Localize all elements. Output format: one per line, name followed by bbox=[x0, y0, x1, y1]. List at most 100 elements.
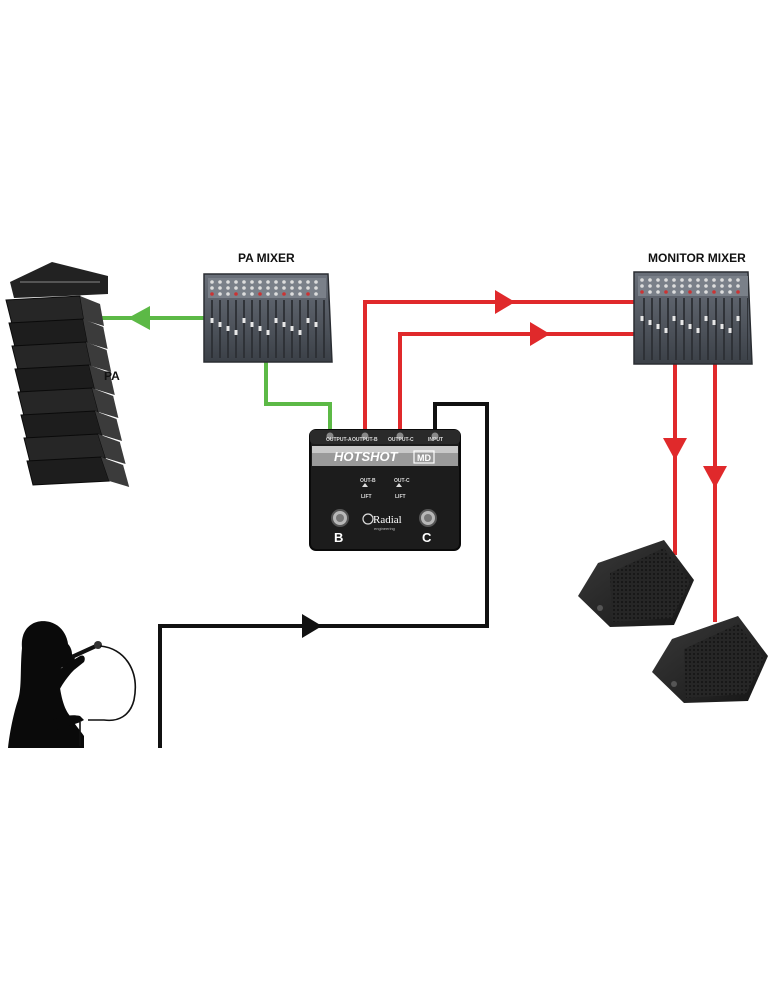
pa-cabinet-side bbox=[89, 365, 115, 395]
mixer-knob bbox=[712, 278, 716, 282]
mixer-knob bbox=[672, 278, 676, 282]
mixer-knob bbox=[664, 278, 668, 282]
mixer-knob bbox=[704, 278, 708, 282]
pa-cabinet-side bbox=[95, 411, 122, 441]
mixer-knob bbox=[648, 290, 652, 294]
mixer-knob bbox=[688, 284, 692, 288]
mixer-knob bbox=[728, 290, 732, 294]
output-b-label: OUTPUT-B bbox=[352, 437, 378, 443]
mixer-fader bbox=[680, 320, 684, 325]
mixer-knob bbox=[664, 284, 668, 288]
mixer-knob bbox=[266, 292, 270, 296]
mixer-fader bbox=[306, 318, 310, 323]
mixer-fader bbox=[242, 318, 246, 323]
singer-silhouette bbox=[8, 621, 85, 748]
mixer-fader bbox=[672, 316, 676, 321]
mixer-knob bbox=[648, 284, 652, 288]
pa-cabinet-side bbox=[101, 457, 130, 487]
mixer-knob bbox=[672, 290, 676, 294]
pa-cabinet-side bbox=[98, 434, 126, 464]
mixer-knob bbox=[282, 292, 286, 296]
mixer-fader bbox=[258, 326, 262, 331]
mixer-fader bbox=[736, 316, 740, 321]
pa-line-array-speaker bbox=[5, 262, 130, 487]
mixer-knob bbox=[258, 292, 262, 296]
mixer-fader bbox=[218, 322, 222, 327]
mixer-knob bbox=[250, 280, 254, 284]
pa-cabinet bbox=[26, 456, 110, 486]
pa-mixer-knobs bbox=[210, 280, 318, 335]
output-c-label: OUTPUT-C bbox=[388, 437, 414, 443]
monitor-mixer-knobs bbox=[640, 278, 740, 333]
mixer-knob bbox=[274, 280, 278, 284]
mixer-knob bbox=[242, 280, 246, 284]
mixer-knob bbox=[290, 292, 294, 296]
monitor-mixer-label: MONITOR MIXER bbox=[648, 251, 746, 265]
hotshot-brand: HOTSHOT bbox=[334, 449, 399, 464]
mixer-knob bbox=[728, 278, 732, 282]
pa-cabinet-side bbox=[92, 388, 119, 418]
output-a-label: OUTPUT-A bbox=[326, 437, 352, 443]
mixer-knob bbox=[720, 284, 724, 288]
mixer-fader bbox=[688, 324, 692, 329]
monitor-wedge-speaker-2 bbox=[652, 616, 768, 703]
mixer-knob bbox=[640, 290, 644, 294]
pa-cabinet-side bbox=[83, 319, 108, 349]
mixer-fader bbox=[696, 328, 700, 333]
mixer-knob bbox=[250, 292, 254, 296]
mixer-knob bbox=[680, 290, 684, 294]
mixer-knob bbox=[712, 290, 716, 294]
footswitch-c-label: C bbox=[422, 530, 432, 545]
mixer-knob bbox=[242, 292, 246, 296]
mixer-knob bbox=[298, 292, 302, 296]
mixer-knob bbox=[282, 286, 286, 290]
out-b-switch-label: OUT-B bbox=[360, 478, 376, 484]
mixer-knob bbox=[648, 278, 652, 282]
mixer-knob bbox=[672, 284, 676, 288]
mixer-knob bbox=[306, 286, 310, 290]
mixer-knob bbox=[640, 284, 644, 288]
mixer-knob bbox=[226, 292, 230, 296]
mixer-knob bbox=[210, 286, 214, 290]
mixer-fader bbox=[282, 322, 286, 327]
mixer-knob bbox=[736, 284, 740, 288]
mixer-knob bbox=[226, 280, 230, 284]
mixer-fader bbox=[720, 324, 724, 329]
mixer-knob bbox=[242, 286, 246, 290]
radial-logo-sub: engineering bbox=[374, 526, 395, 531]
mixer-knob bbox=[218, 292, 222, 296]
lift-left-label: LIFT bbox=[361, 494, 372, 500]
pa-mixer-label: PA MIXER bbox=[238, 251, 295, 265]
microphone-icon bbox=[72, 641, 136, 746]
mixer-fader bbox=[728, 328, 732, 333]
mixer-knob bbox=[704, 290, 708, 294]
mixer-fader bbox=[656, 324, 660, 329]
lift-right-label: LIFT bbox=[395, 494, 406, 500]
mixer-knob bbox=[234, 292, 238, 296]
mixer-knob bbox=[712, 284, 716, 288]
mixer-knob bbox=[720, 290, 724, 294]
mixer-knob bbox=[266, 286, 270, 290]
monitor-signal-cable bbox=[363, 290, 727, 622]
mixer-knob bbox=[688, 278, 692, 282]
mixer-knob bbox=[306, 292, 310, 296]
mixer-knob bbox=[640, 278, 644, 282]
mixer-knob bbox=[314, 286, 318, 290]
mixer-fader bbox=[640, 316, 644, 321]
mixer-knob bbox=[218, 286, 222, 290]
mixer-knob bbox=[210, 280, 214, 284]
mixer-knob bbox=[704, 284, 708, 288]
mixer-knob bbox=[736, 290, 740, 294]
mixer-knob bbox=[290, 280, 294, 284]
mixer-knob bbox=[696, 284, 700, 288]
mixer-knob bbox=[696, 278, 700, 282]
mixer-knob bbox=[210, 292, 214, 296]
mixer-fader bbox=[314, 322, 318, 327]
pa-mixer-console bbox=[203, 273, 333, 363]
mixer-knob bbox=[680, 284, 684, 288]
mixer-fader bbox=[234, 330, 238, 335]
mixer-fader bbox=[210, 318, 214, 323]
pa-signal-cable bbox=[85, 306, 332, 432]
mixer-knob bbox=[282, 280, 286, 284]
